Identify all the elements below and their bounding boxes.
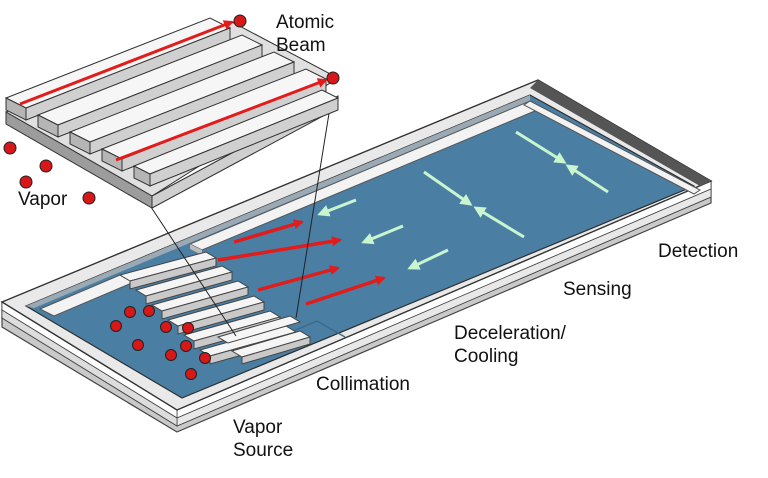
cooling-arrow-icon	[565, 164, 609, 194]
collimator-fin	[150, 280, 250, 320]
collimator-fin	[166, 295, 266, 335]
atom-icon	[182, 322, 194, 334]
vapor-source-label: Vapor Source	[233, 416, 293, 462]
cooling-arrow-icon	[317, 198, 357, 217]
collimator-fin	[118, 251, 218, 290]
channel-walls	[38, 100, 701, 317]
cooling-arrow-icon	[361, 224, 404, 245]
deceleration-label-line1: Deceleration/	[454, 323, 566, 344]
collimator-fin	[134, 265, 234, 305]
beam-arrow-icon	[257, 265, 340, 292]
cooling-label-line2: Cooling	[454, 346, 519, 367]
cooling-arrows	[317, 130, 609, 270]
beam-arrow-icon	[233, 219, 304, 244]
atom-icon	[19, 175, 33, 189]
cooling-arrow-icon	[407, 248, 449, 270]
collimator-fin	[230, 330, 312, 365]
atom-icon	[39, 159, 53, 173]
vapor-atoms	[110, 305, 211, 380]
atom-icon	[160, 321, 172, 333]
detection-label: Detection	[658, 241, 739, 262]
beam-arrows	[217, 219, 386, 306]
vapor-label: Vapor	[18, 189, 68, 210]
beam-arrow-icon	[19, 20, 234, 106]
collimator-fin	[216, 315, 302, 344]
sensing-label: Sensing	[563, 279, 632, 300]
cooling-arrow-icon	[515, 130, 567, 164]
cooling-arrow-icon	[473, 206, 525, 239]
atomic-beam-label-line1: Atomic	[276, 12, 335, 33]
atom-icon	[233, 14, 247, 28]
atom-icon	[132, 339, 144, 351]
atom-icon	[326, 71, 340, 85]
beam-arrow-icon	[305, 275, 386, 306]
atomic-beam-label: Atomic Beam	[276, 11, 334, 57]
collimator-fins	[118, 251, 312, 365]
zoom-lines	[150, 100, 332, 337]
atom-icon	[3, 141, 17, 155]
atom-icon	[110, 320, 122, 332]
atomic-beam-label-line2: Beam	[276, 35, 326, 56]
atom-icon	[82, 191, 96, 205]
atom-icon	[185, 368, 197, 380]
deceleration-cooling-label: Deceleration/ Cooling	[454, 322, 566, 368]
atom-icon	[165, 349, 177, 361]
beam-arrow-icon	[115, 78, 328, 162]
beam-arrow-icon	[217, 236, 342, 262]
vapor-source-label-line1: Vapor	[233, 417, 283, 438]
atom-icon	[199, 352, 211, 364]
atom-icon	[180, 340, 192, 352]
collimation-label: Collimation	[316, 374, 410, 395]
vapor-source-label-line2: Source	[233, 440, 294, 461]
atom-icon	[143, 305, 155, 317]
cooling-arrow-icon	[423, 170, 473, 206]
atom-icon	[124, 306, 136, 318]
collimator-inset	[3, 14, 340, 209]
